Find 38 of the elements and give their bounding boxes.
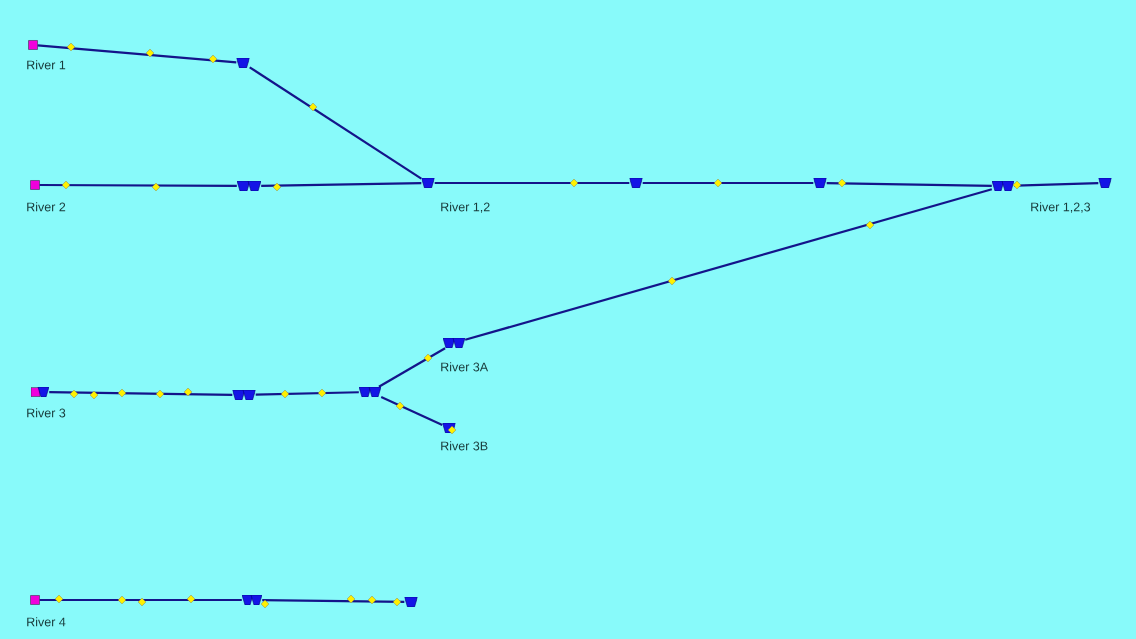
source-marker <box>28 40 38 50</box>
junction-marker <box>813 178 827 188</box>
river-line <box>261 182 422 187</box>
junction-marker <box>443 338 465 348</box>
river-line <box>642 181 814 185</box>
river-label: River 4 <box>27 617 66 627</box>
junction-marker <box>237 181 261 191</box>
junction-marker <box>236 58 250 68</box>
river-line <box>37 44 237 64</box>
source-marker <box>30 595 40 605</box>
junction-marker <box>421 178 435 188</box>
river-line <box>249 66 422 180</box>
junction-marker <box>242 595 262 605</box>
river-line <box>826 182 992 187</box>
river-line <box>262 599 405 603</box>
river-line <box>464 188 993 341</box>
river-line <box>255 391 359 396</box>
river-label: River 3 <box>27 408 66 418</box>
junction-marker <box>992 181 1014 191</box>
river-label: River 3B <box>441 441 488 451</box>
river-label: River 1,2,3 <box>1031 202 1091 213</box>
junction-marker <box>232 390 256 400</box>
river-line <box>39 598 242 602</box>
source-marker <box>30 180 40 190</box>
river-label: River 3A <box>441 362 489 372</box>
river-label: River 1 <box>27 60 66 70</box>
river-line <box>39 183 237 188</box>
river-line <box>49 391 233 396</box>
junction-marker <box>1098 178 1112 188</box>
river-label: River 1,2 <box>441 202 490 213</box>
river-label: River 2 <box>27 202 66 212</box>
junction-marker <box>404 597 418 607</box>
river-line <box>380 396 443 426</box>
junction-marker <box>629 178 643 188</box>
source-marker <box>31 387 49 397</box>
river-line <box>378 347 446 388</box>
river-line <box>434 181 630 185</box>
junction-marker <box>359 387 381 397</box>
